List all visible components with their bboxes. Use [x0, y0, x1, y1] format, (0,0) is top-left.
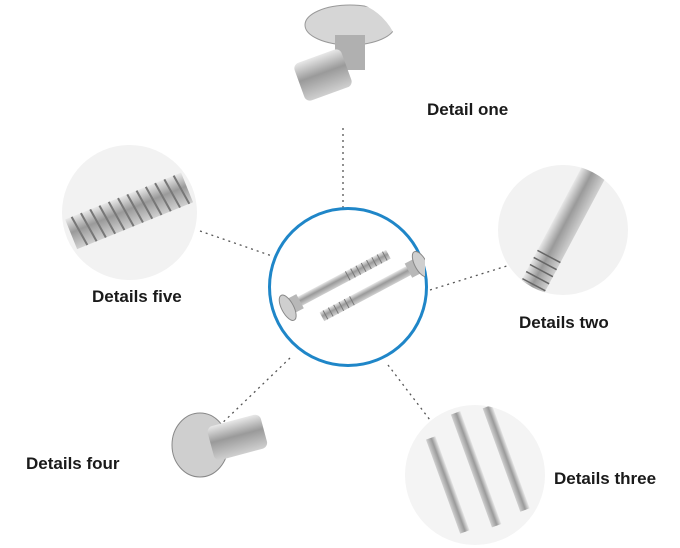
bolt-head-icon [294, 4, 396, 101]
detail-two-label: Details two [519, 313, 609, 332]
detail-two-image [498, 165, 628, 295]
bolt-thread-transition-icon [516, 165, 610, 295]
carriage-bolts-icon [278, 249, 425, 322]
detail-one-label: Detail one [427, 100, 509, 119]
threaded-rod-icon [65, 172, 194, 250]
detail-four-label: Details four [26, 454, 120, 473]
bolts-group-icon [425, 405, 530, 534]
detail-five-image [62, 145, 197, 280]
detail-three-label: Details three [554, 469, 657, 488]
detail-four-image [165, 390, 275, 500]
center-product-circle [268, 207, 428, 367]
detail-one-image [280, 0, 400, 120]
bolt-head-side-icon [171, 412, 268, 478]
detail-three-image [405, 405, 545, 545]
detail-five-label: Details five [92, 287, 182, 306]
